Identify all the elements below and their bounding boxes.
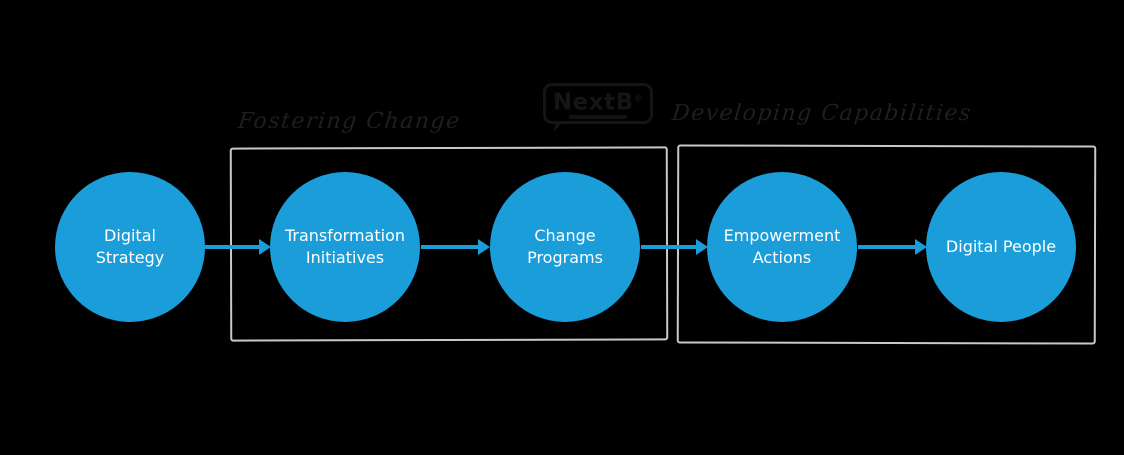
node-transformation-initiatives: Transformation Initiatives (270, 172, 420, 322)
node-empowerment-actions: Empowerment Actions (707, 172, 857, 322)
node-change-programs: Change Programs (490, 172, 640, 322)
node-label: Empowerment Actions (723, 225, 841, 267)
flow-arrow-4 (858, 239, 927, 255)
node-label: Change Programs (527, 225, 603, 267)
group-label-fostering-change: Fostering Change (236, 109, 462, 134)
nextb-logo-text: NextB® (553, 88, 643, 114)
group-label-developing-capabilities: Developing Capabilities (670, 101, 974, 126)
node-label: Transformation Initiatives (284, 225, 406, 267)
node-label: Digital People (945, 236, 1057, 256)
flow-arrow-1 (205, 239, 271, 255)
node-digital-people: Digital People (926, 172, 1076, 322)
node-digital-strategy: Digital Strategy (55, 172, 205, 322)
flow-arrow-2 (421, 239, 490, 255)
nextb-logo: NextB® (543, 83, 653, 124)
registered-mark-icon: ® (633, 94, 644, 105)
logo-tagline-smudge (569, 114, 627, 119)
logo-speech-bubble-tail (553, 121, 571, 132)
node-label: Digital Strategy (95, 225, 165, 267)
logo-name-text: NextB (552, 89, 634, 116)
flow-arrow-3 (641, 239, 708, 255)
